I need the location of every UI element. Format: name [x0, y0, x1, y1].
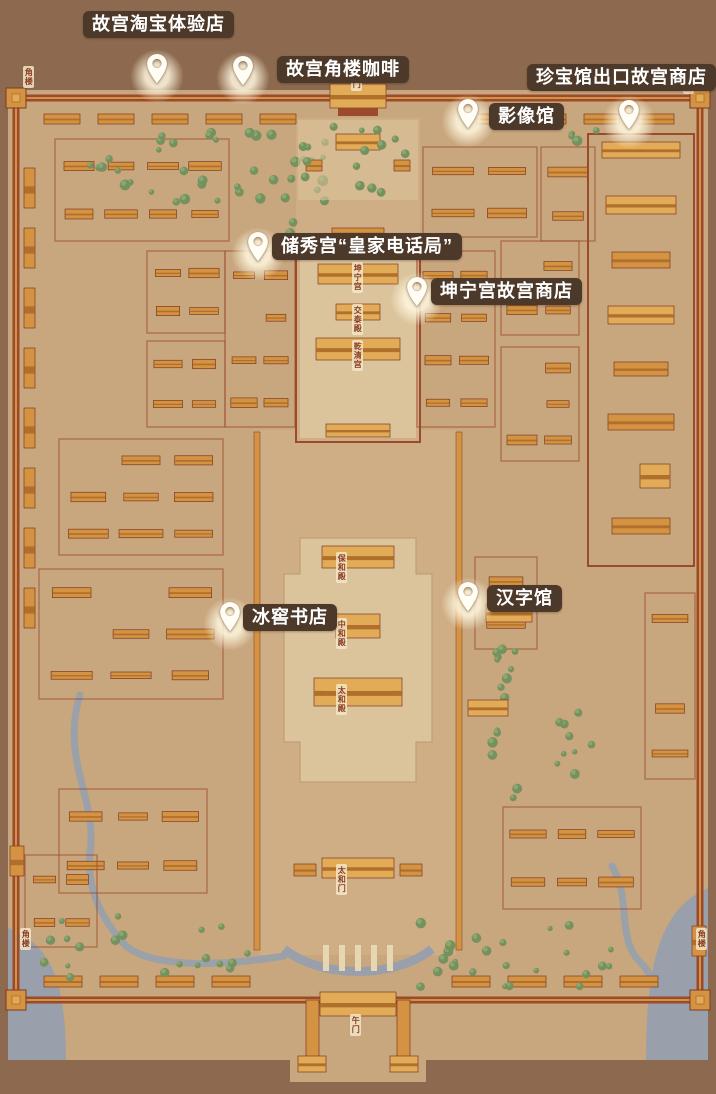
- map-landmark-label: 午门: [350, 1014, 362, 1036]
- map-landmark-label: 角楼: [696, 928, 708, 950]
- location-pin-icon[interactable]: [219, 601, 241, 632]
- pin-label-corner-tower-coffee[interactable]: 故宫角楼咖啡: [277, 56, 409, 83]
- location-pin-icon[interactable]: [406, 276, 428, 307]
- location-pin-icon[interactable]: [618, 99, 640, 130]
- location-pin-icon[interactable]: [457, 581, 479, 612]
- location-pin-icon[interactable]: [457, 98, 479, 129]
- map-landmark-label: 坤宁宫: [352, 262, 364, 293]
- pin-label-kunning-palace-shop[interactable]: 坤宁宫故宫商店: [431, 278, 582, 305]
- map-landmark-label: 乾清宫: [352, 340, 364, 371]
- map-landmark-label: 角楼: [23, 66, 35, 88]
- pin-label-royal-telephone-bureau[interactable]: 储秀宫“皇家电话局”: [272, 233, 462, 260]
- pin-label-image-gallery[interactable]: 影像馆: [489, 103, 564, 130]
- map-landmark-label: 太和殿: [336, 684, 348, 715]
- map-landmark-label: 太和门: [336, 864, 348, 895]
- map-landmark-label: 中和殿: [336, 618, 348, 649]
- map-landmark-label: 交泰殿: [352, 304, 364, 335]
- pin-label-ice-cellar-bookstore[interactable]: 冰窖书店: [243, 604, 337, 631]
- map-landmark-label: 保和殿: [336, 552, 348, 583]
- pin-label-chinese-character-gallery[interactable]: 汉字馆: [487, 585, 562, 612]
- pin-label-treasure-gallery-exit-shop[interactable]: 珍宝馆出口故宫商店: [527, 64, 716, 91]
- pin-label-taobao-experience-store[interactable]: 故宫淘宝体验店: [83, 11, 234, 38]
- location-pin-icon[interactable]: [146, 53, 168, 84]
- map-landmark-label: 角楼: [20, 928, 32, 950]
- location-pin-icon[interactable]: [232, 55, 254, 86]
- location-pin-icon[interactable]: [247, 231, 269, 262]
